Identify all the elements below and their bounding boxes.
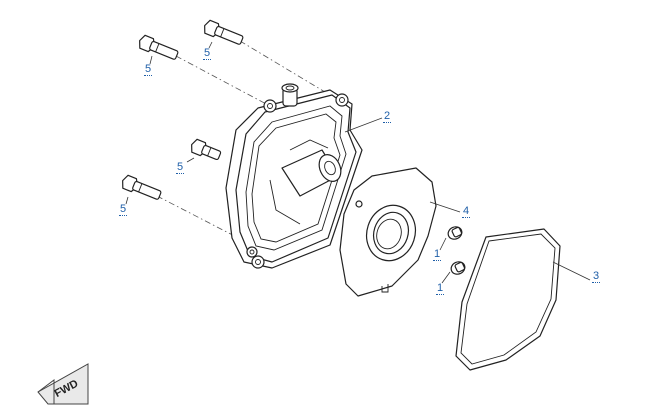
plate-part-4[interactable] (339, 167, 437, 297)
bolt-5-middle[interactable] (189, 138, 222, 162)
callout-3[interactable]: 3 (592, 270, 601, 283)
callout-5-top-left[interactable]: 5 (144, 63, 153, 76)
callout-5-middle[interactable]: 5 (176, 161, 185, 174)
callout-2[interactable]: 2 (383, 110, 392, 123)
assembly-center-lines (156, 40, 331, 245)
screw-1-upper[interactable] (446, 225, 464, 242)
leader-lines (125, 41, 591, 284)
bolt-5-lower-left[interactable] (120, 174, 162, 202)
bolt-5-top[interactable] (202, 19, 244, 47)
callout-1-lower[interactable]: 1 (436, 282, 445, 295)
callout-5-lower-left[interactable]: 5 (119, 203, 128, 216)
fwd-arrow-icon: FWD (37, 363, 89, 405)
callout-4[interactable]: 4 (462, 205, 471, 218)
callout-5-top[interactable]: 5 (203, 47, 212, 60)
screw-1-lower[interactable] (449, 260, 467, 277)
callout-1-upper[interactable]: 1 (433, 248, 442, 261)
bolt-5-top-left[interactable] (137, 34, 179, 62)
cover-part-2[interactable] (225, 83, 363, 269)
gasket-part-3[interactable] (455, 228, 561, 371)
